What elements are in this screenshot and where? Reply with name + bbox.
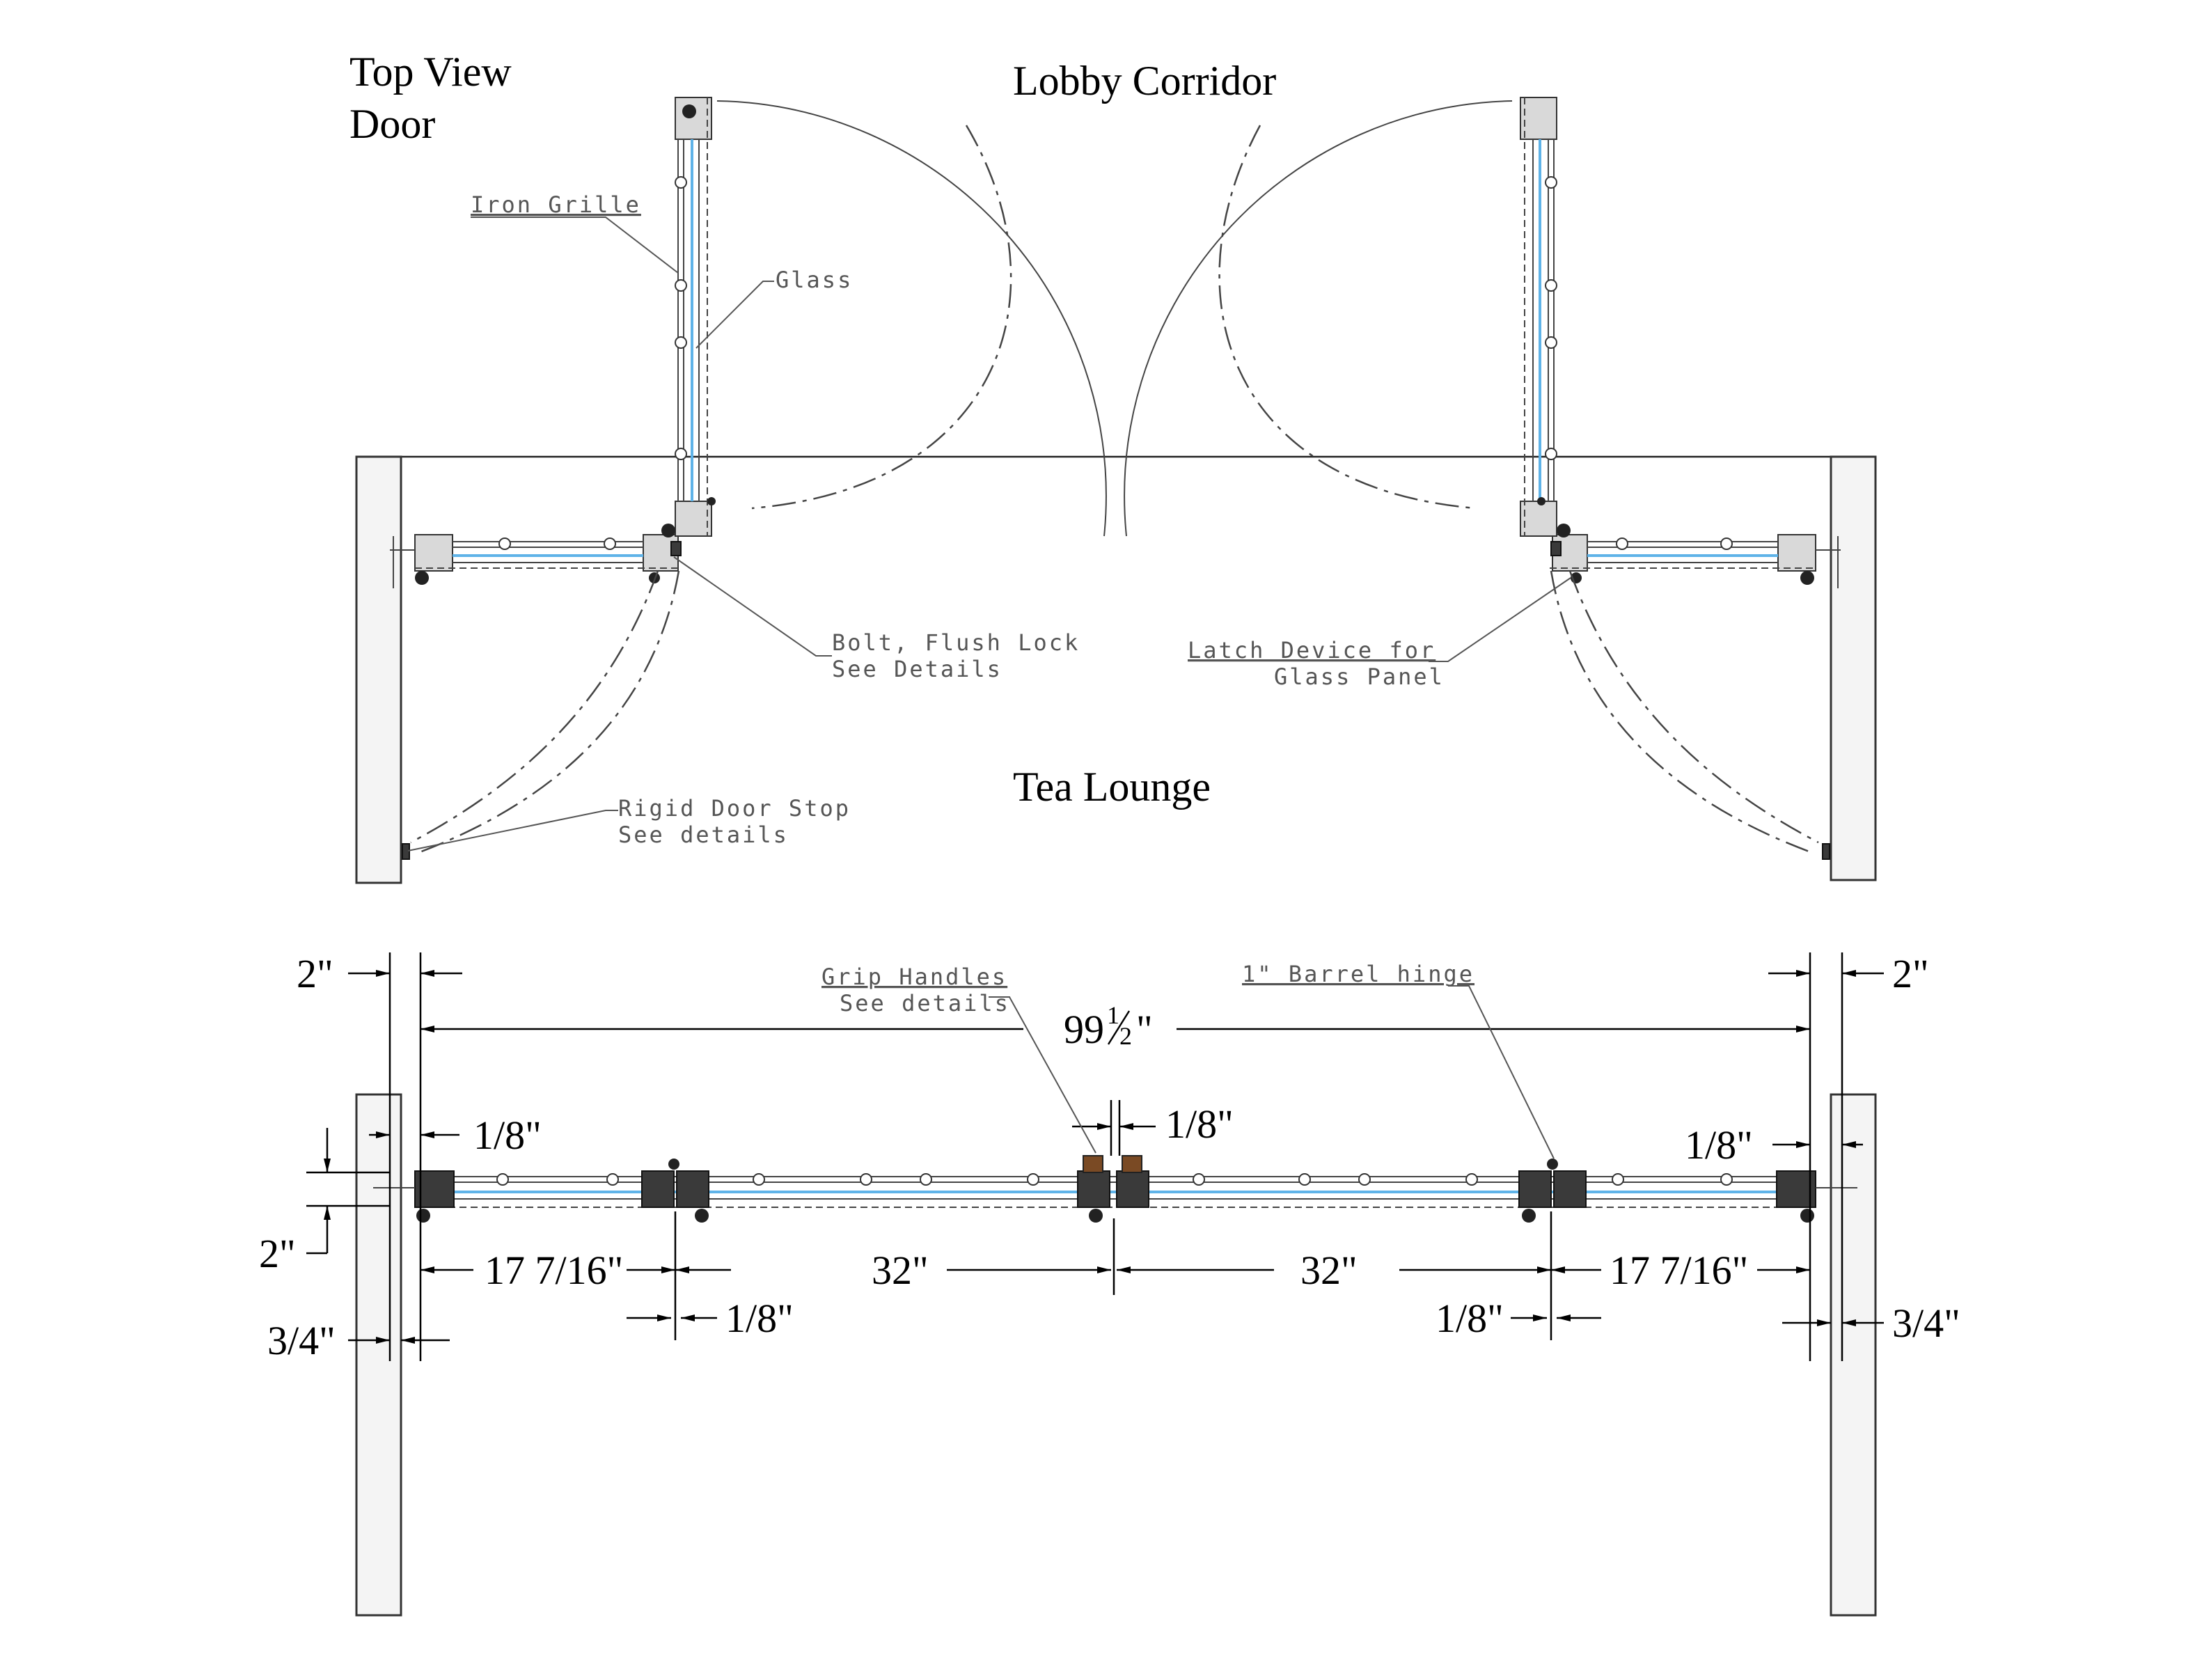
right-wall-bottom bbox=[1830, 1093, 1877, 1617]
closed-view bbox=[306, 952, 1884, 1617]
dim-gap-center: 1/8" bbox=[1165, 1101, 1234, 1147]
callout-bolt-line1: Bolt, Flush Lock bbox=[832, 629, 1080, 656]
callout-barrel-hinge: 1" Barrel hinge bbox=[1242, 961, 1474, 987]
right-jamb-frame bbox=[1776, 1170, 1816, 1208]
leader-latch bbox=[1429, 577, 1571, 662]
center-stile-right bbox=[1116, 1170, 1149, 1208]
dim-gap-right: 1/8" bbox=[1685, 1122, 1753, 1168]
dim-overall-den: 2 bbox=[1119, 1022, 1132, 1050]
left-mullion-a bbox=[641, 1170, 675, 1208]
left-wall-bottom bbox=[355, 1093, 402, 1617]
callout-iron-grille: Iron Grille bbox=[471, 191, 641, 218]
dim-gap-left-lower: 1/8" bbox=[725, 1296, 794, 1341]
top-view bbox=[355, 97, 1877, 884]
leader-barrel-hinge bbox=[1448, 985, 1555, 1159]
right-wall-top bbox=[1830, 455, 1877, 881]
callout-grip-line1: Grip Handles bbox=[821, 964, 1007, 990]
left-fixed-panel bbox=[390, 534, 681, 588]
leader-bolt bbox=[673, 556, 832, 657]
right-dashdot-arc-lower-a bbox=[1568, 570, 1819, 844]
dim-overall-num: 1 bbox=[1107, 1001, 1119, 1029]
right-mullion-a bbox=[1518, 1170, 1552, 1208]
dim-reveal-left: 3/4" bbox=[267, 1318, 336, 1363]
right-dashdot-arc-upper bbox=[1218, 125, 1477, 510]
dim-depth: 2" bbox=[259, 1231, 296, 1276]
dim-reveal-right: 3/4" bbox=[1892, 1301, 1960, 1346]
dim-overall-main: 99 bbox=[1064, 1007, 1104, 1052]
leader-iron-grille bbox=[471, 217, 679, 274]
callout-bolt-line2: See Details bbox=[832, 656, 1002, 682]
callout-stop-line1: Rigid Door Stop bbox=[618, 795, 851, 822]
callout-latch-line1: Latch Device for bbox=[1188, 637, 1436, 664]
callout-grip-line2: See details bbox=[840, 990, 1010, 1016]
right-dashdot-arc-lower-b bbox=[1550, 570, 1814, 854]
title-view-line1: Top View bbox=[349, 49, 512, 95]
callout-latch-line2: Glass Panel bbox=[1274, 664, 1445, 690]
title-view-line2: Door bbox=[349, 101, 435, 147]
left-wall-top bbox=[355, 455, 402, 884]
callout-stop-line2: See details bbox=[618, 822, 789, 848]
leader-grip-handles bbox=[989, 996, 1096, 1154]
callout-glass: Glass bbox=[776, 267, 853, 293]
dim-panel-right: 17 7/16" bbox=[1610, 1248, 1748, 1293]
dim-left-jamb: 2" bbox=[297, 951, 333, 996]
right-mullion-b bbox=[1553, 1170, 1587, 1208]
dim-overall: 99 1 2 " bbox=[1064, 1001, 1153, 1052]
label-lobby-corridor: Lobby Corridor bbox=[1013, 58, 1276, 104]
dim-panel-left: 17 7/16" bbox=[485, 1248, 623, 1293]
leader-door-stop bbox=[407, 810, 618, 851]
dim-right-jamb: 2" bbox=[1892, 951, 1929, 996]
barrel-hinge bbox=[1547, 1159, 1558, 1170]
right-door-leaf bbox=[1520, 97, 1571, 556]
left-dashdot-arc-upper bbox=[751, 125, 1012, 510]
left-dashdot-arc-lower-a bbox=[410, 570, 659, 844]
dim-gap-right-lower: 1/8" bbox=[1436, 1296, 1504, 1341]
label-tea-lounge: Tea Lounge bbox=[1013, 764, 1211, 810]
grip-handle-right bbox=[1122, 1155, 1142, 1173]
left-dashdot-arc-lower-b bbox=[417, 570, 680, 854]
right-door-stop bbox=[1822, 843, 1830, 860]
dim-gap-left: 1/8" bbox=[473, 1113, 542, 1158]
right-swing-arc bbox=[1124, 100, 1513, 537]
left-swing-arc bbox=[716, 100, 1107, 537]
center-stile-left bbox=[1077, 1170, 1110, 1208]
left-jamb-frame bbox=[414, 1170, 455, 1208]
right-fixed-panel bbox=[1550, 534, 1841, 588]
leader-glass bbox=[695, 281, 774, 349]
grip-handle-left bbox=[1083, 1155, 1103, 1173]
left-door-leaf bbox=[661, 97, 716, 556]
left-door-stop bbox=[402, 843, 410, 860]
dim-door-left: 32" bbox=[872, 1248, 929, 1293]
dim-door-right: 32" bbox=[1300, 1248, 1358, 1293]
left-mullion-b bbox=[676, 1170, 709, 1208]
dim-overall-inch: " bbox=[1136, 1007, 1153, 1052]
